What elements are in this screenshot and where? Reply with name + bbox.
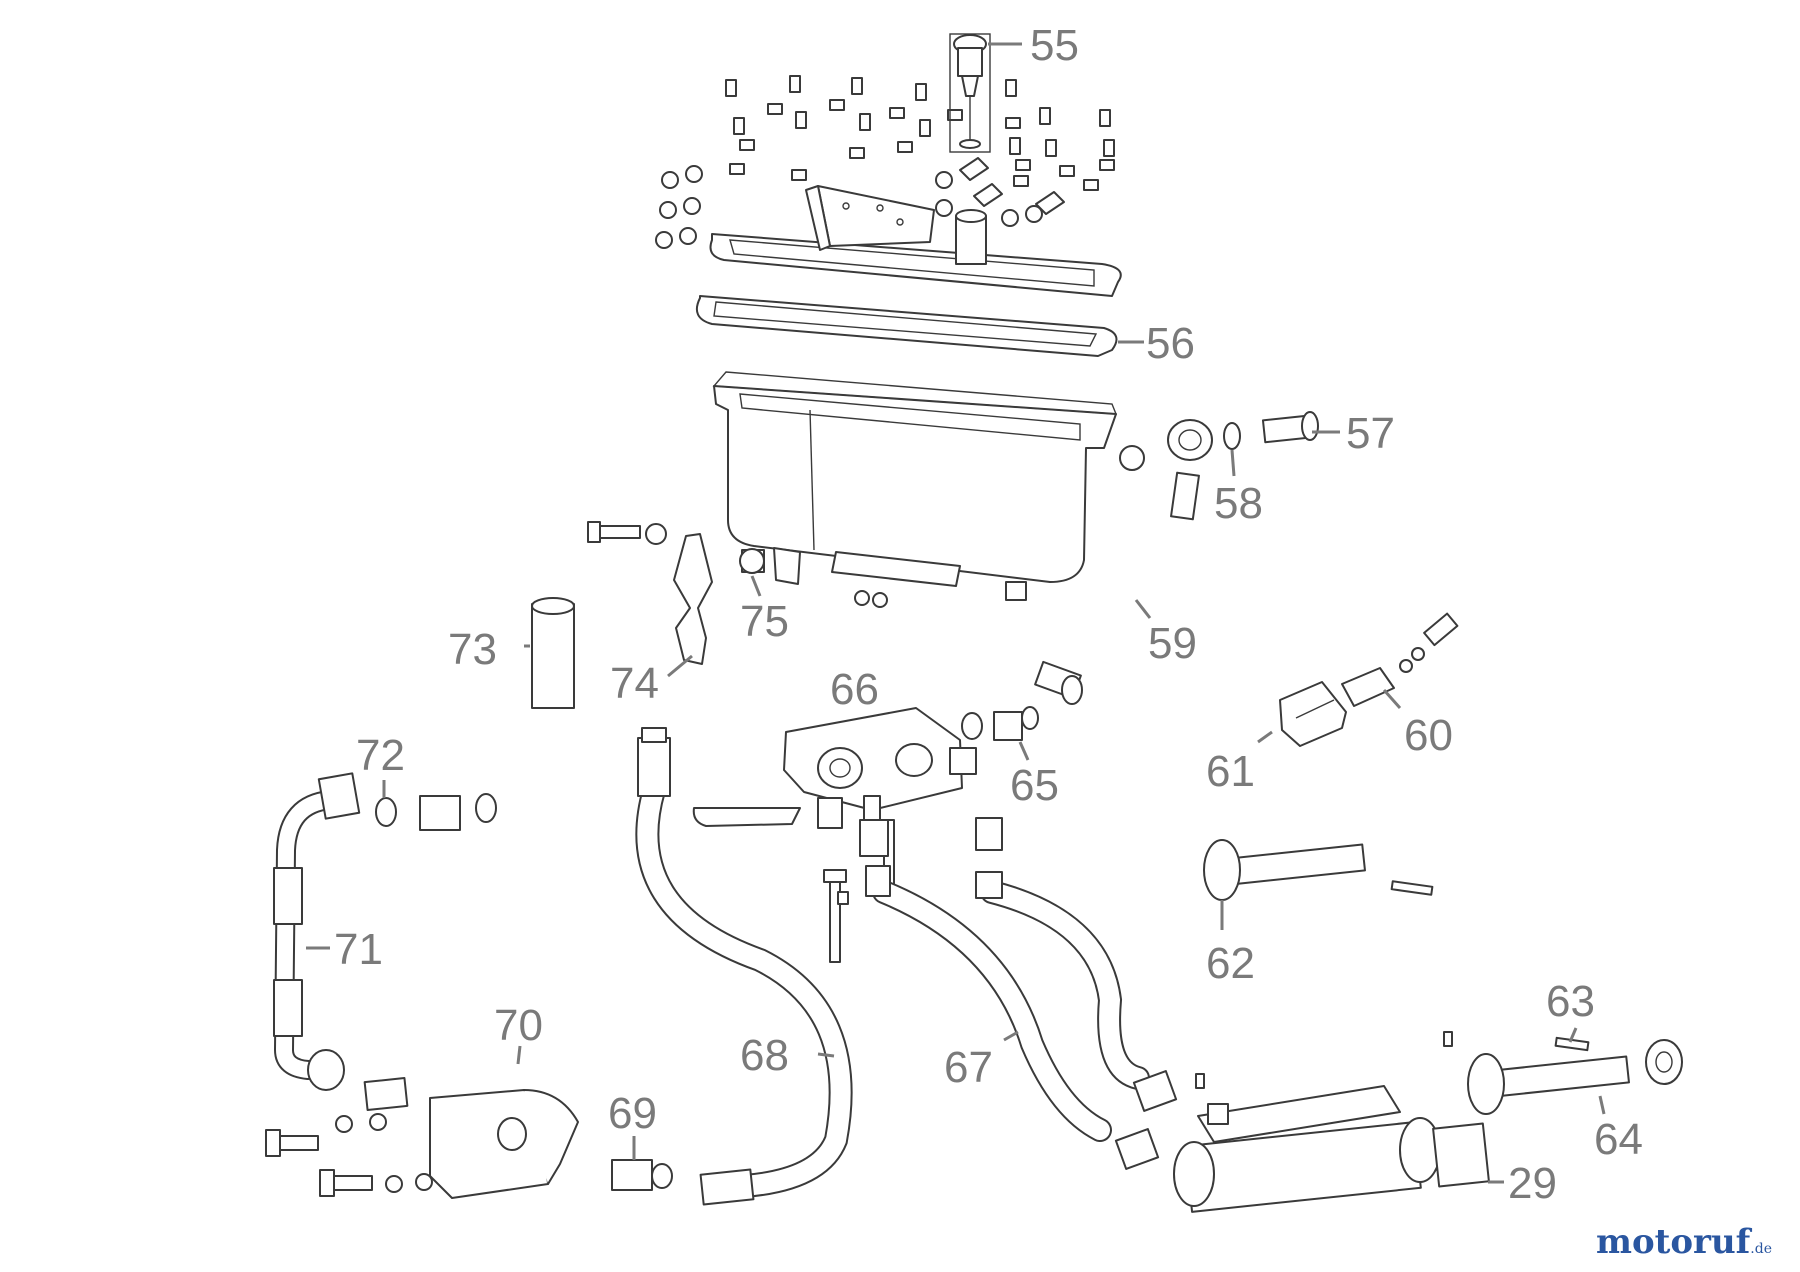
callout-71: 71 — [334, 925, 383, 974]
sleeve-part — [531, 597, 575, 709]
oil-tank-part — [712, 371, 1145, 608]
fitting-72-part — [375, 793, 497, 831]
callout-73: 73 — [448, 625, 497, 674]
callout-labels: 55 56 57 58 59 60 61 62 63 64 65 66 67 6… — [334, 21, 1643, 1208]
cylinder-part — [1173, 1031, 1490, 1213]
callout-68: 68 — [740, 1031, 789, 1080]
return-pipe-part — [1020, 419, 1213, 705]
tank-lid-part — [709, 185, 1122, 297]
callout-70: 70 — [494, 1001, 543, 1050]
callout-65: 65 — [1010, 761, 1059, 810]
pin-64-part — [1467, 1036, 1683, 1115]
callout-67: 67 — [944, 1043, 993, 1092]
callout-64: 64 — [1594, 1115, 1643, 1164]
logo-suffix: .de — [1750, 1241, 1772, 1257]
callout-74: 74 — [610, 659, 659, 708]
clamp-part — [1279, 612, 1459, 747]
pin-62-part — [1203, 839, 1434, 901]
leader-lines — [306, 42, 1606, 1184]
fitting-65-part — [961, 706, 1039, 741]
callout-57: 57 — [1346, 409, 1395, 458]
pipe-71-part — [273, 772, 361, 1091]
callout-69: 69 — [608, 1089, 657, 1138]
callout-61: 61 — [1206, 747, 1255, 796]
callout-62: 62 — [1206, 939, 1255, 988]
fitting-69-part — [611, 1159, 673, 1191]
brand-logo: motoruf.de — [1596, 1222, 1772, 1262]
fitting-57-part — [1223, 411, 1319, 450]
callout-59: 59 — [1148, 619, 1197, 668]
fitting-75-part — [739, 548, 765, 574]
callout-29: 29 — [1508, 1159, 1557, 1208]
logo-text: motoruf — [1596, 1222, 1751, 1262]
callout-56: 56 — [1146, 319, 1195, 368]
gasket-part — [696, 295, 1118, 357]
fastener-group — [655, 75, 1115, 249]
callout-60: 60 — [1404, 711, 1453, 760]
hose-68-part — [635, 727, 853, 1206]
bracket-part — [587, 521, 713, 665]
callout-72: 72 — [356, 731, 405, 780]
callout-63: 63 — [1546, 977, 1595, 1026]
callout-75: 75 — [740, 597, 789, 646]
pump-part — [265, 1076, 579, 1199]
dipstick-part — [949, 33, 991, 153]
callout-66: 66 — [830, 665, 879, 714]
control-valve-part — [692, 707, 977, 829]
callout-58: 58 — [1214, 479, 1263, 528]
callout-55: 55 — [1030, 21, 1079, 70]
hose-67-part — [859, 817, 1178, 1170]
